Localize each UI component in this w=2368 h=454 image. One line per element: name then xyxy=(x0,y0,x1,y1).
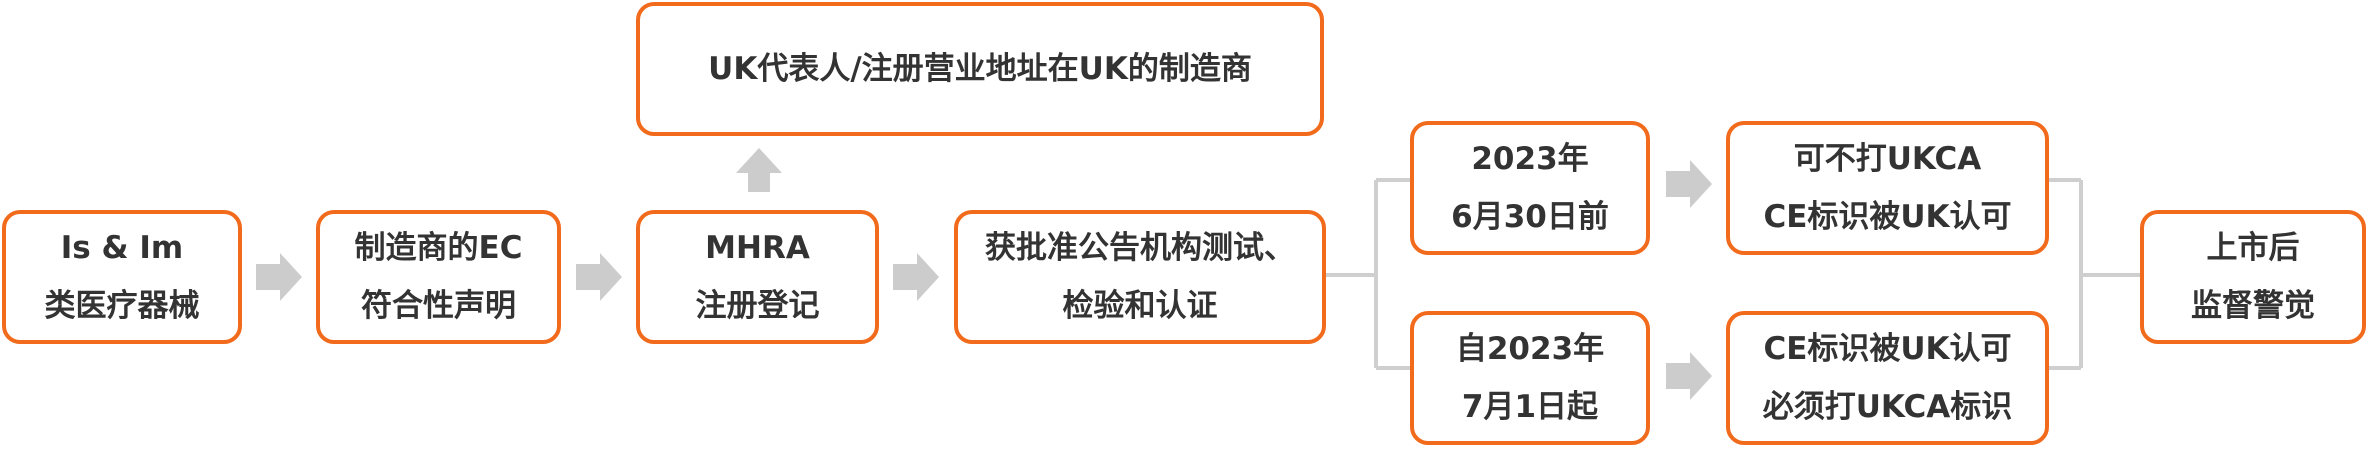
node-notified-body-line2: 检验和认证 xyxy=(1062,288,1218,324)
node-ec-declaration: 制造商的EC 符合性声明 xyxy=(316,210,561,344)
node-optional-ukca-line1: 可不打UKCA xyxy=(1793,141,1982,177)
node-device-class-line1: Is & Im xyxy=(60,230,184,266)
node-mandatory-ukca: CE标识被UK认可 必须打UKCA标识 xyxy=(1726,311,2049,445)
arrow-up xyxy=(736,148,782,192)
arrow-right-4 xyxy=(1666,160,1712,208)
node-before-date-line2: 6月30日前 xyxy=(1451,199,1609,235)
node-device-class: Is & Im 类医疗器械 xyxy=(2,210,242,344)
merge-connector xyxy=(2049,178,2140,370)
node-after-date: 自2023年 7月1日起 xyxy=(1410,311,1650,445)
node-uk-representative-line1: UK代表人/注册营业地址在UK的制造商 xyxy=(708,51,1252,87)
node-device-class-line2: 类医疗器械 xyxy=(44,288,200,324)
node-after-date-line2: 7月1日起 xyxy=(1461,389,1599,425)
arrow-right-3 xyxy=(893,253,939,301)
node-notified-body-line1: 获批准公告机构测试、 xyxy=(985,230,1295,266)
node-mhra-registration: MHRA 注册登记 xyxy=(636,210,879,344)
split-connector xyxy=(1326,178,1410,370)
node-post-market-line2: 监督警觉 xyxy=(2191,288,2315,324)
node-before-date: 2023年 6月30日前 xyxy=(1410,121,1650,255)
arrow-right-2 xyxy=(576,253,622,301)
node-before-date-line1: 2023年 xyxy=(1471,141,1589,177)
node-mandatory-ukca-line2: 必须打UKCA标识 xyxy=(1762,389,2013,425)
node-post-market: 上市后 监督警觉 xyxy=(2140,210,2366,344)
node-after-date-line1: 自2023年 xyxy=(1455,331,1605,367)
node-ec-declaration-line1: 制造商的EC xyxy=(354,230,523,266)
node-mhra-registration-line1: MHRA xyxy=(705,230,810,266)
node-uk-representative: UK代表人/注册营业地址在UK的制造商 xyxy=(636,2,1324,136)
node-notified-body: 获批准公告机构测试、 检验和认证 xyxy=(954,210,1326,344)
node-mandatory-ukca-line1: CE标识被UK认可 xyxy=(1763,331,2012,367)
node-optional-ukca-line2: CE标识被UK认可 xyxy=(1763,199,2012,235)
arrow-right-5 xyxy=(1666,352,1712,400)
node-ec-declaration-line2: 符合性声明 xyxy=(361,288,516,324)
arrow-right-1 xyxy=(256,253,302,301)
node-optional-ukca: 可不打UKCA CE标识被UK认可 xyxy=(1726,121,2049,255)
node-post-market-line1: 上市后 xyxy=(2206,230,2300,266)
node-mhra-registration-line2: 注册登记 xyxy=(695,288,820,324)
